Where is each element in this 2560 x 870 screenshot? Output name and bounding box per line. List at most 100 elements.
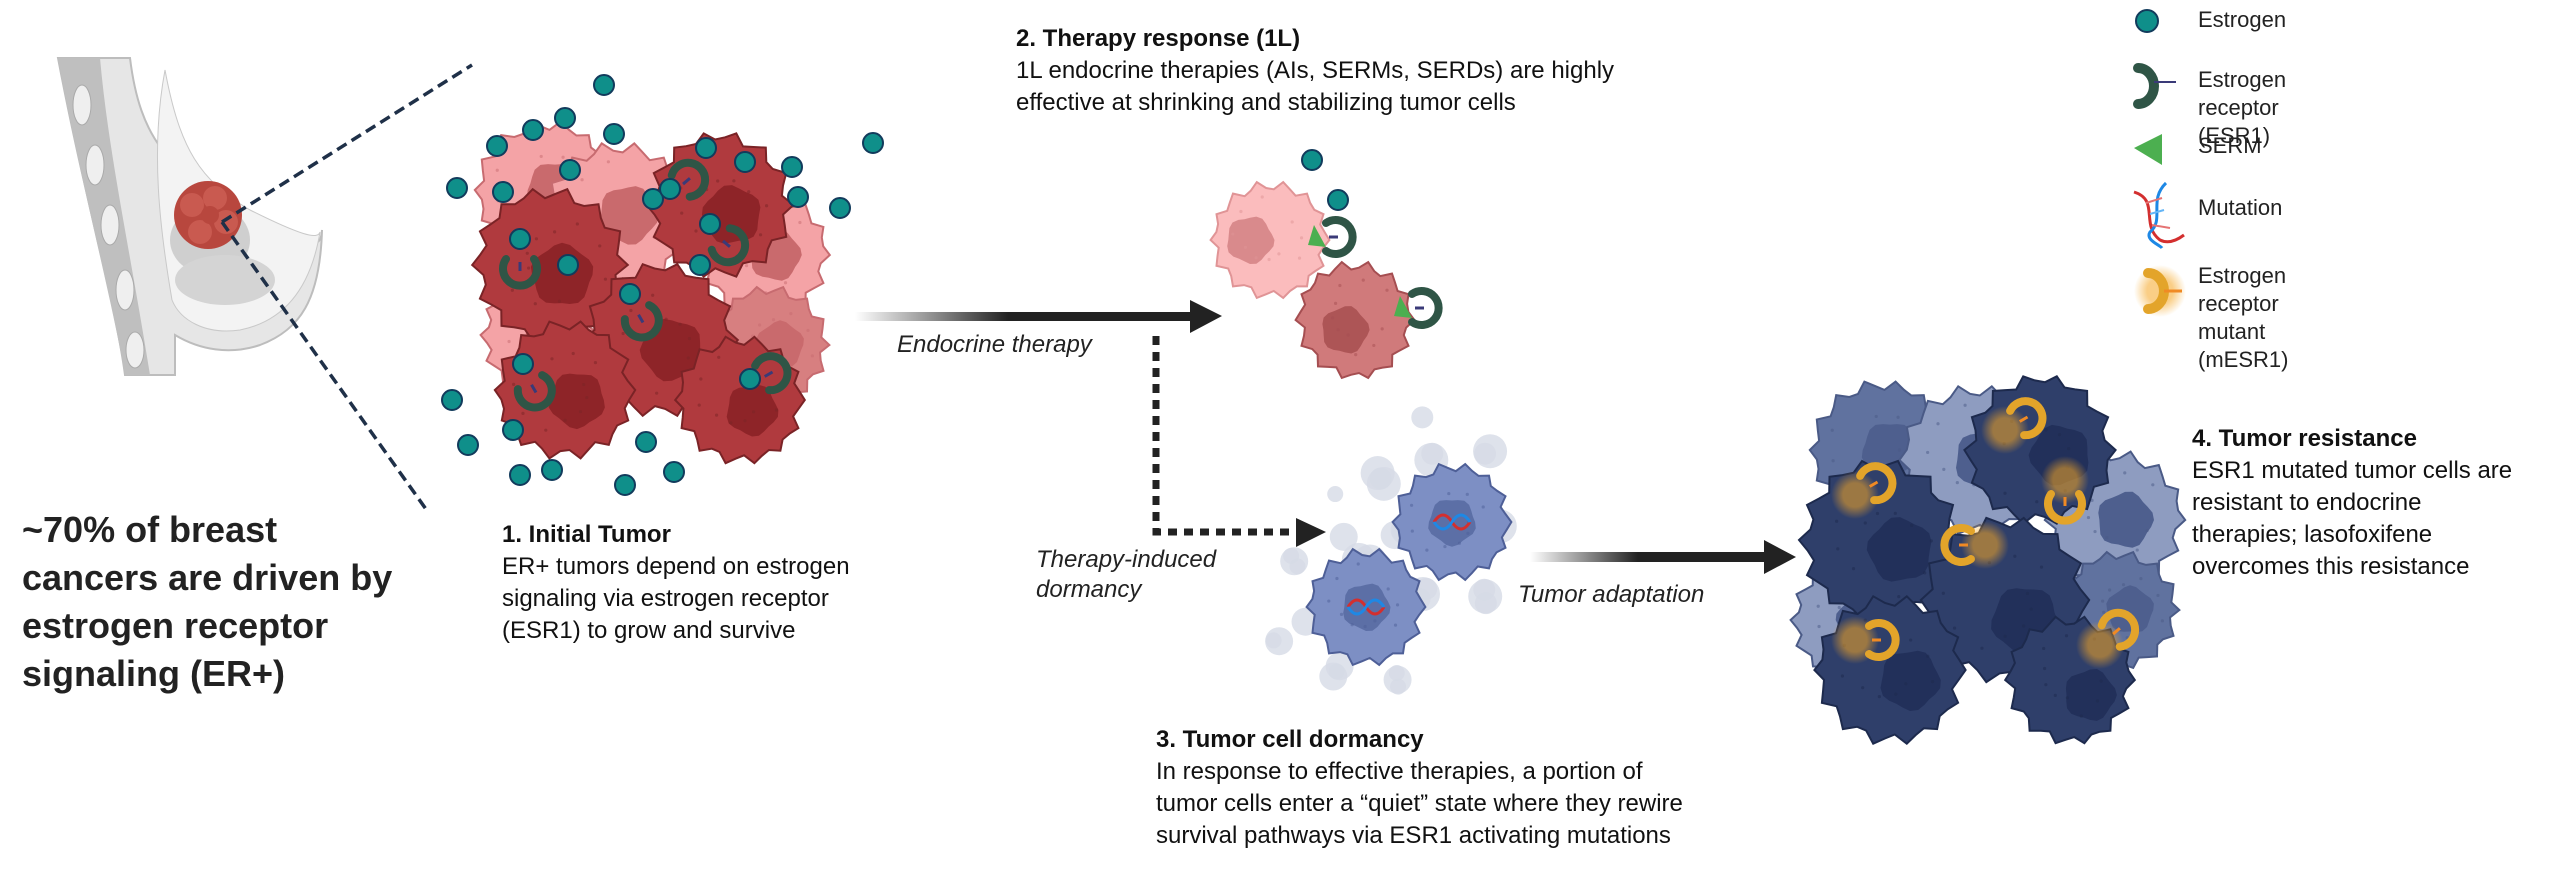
- resistant-tumor-cluster: [1789, 375, 2187, 746]
- initial-tumor-cluster: [441, 74, 884, 496]
- flow-label-line: Therapy-induced: [1036, 546, 1217, 573]
- step-body-line: overcomes this resistance: [2192, 553, 2470, 580]
- legend-item-estrogen-receptor: Estrogen receptor (ESR1): [2198, 66, 2286, 150]
- cell-nucleus: [548, 373, 605, 430]
- mutation-dna: [1432, 513, 1472, 531]
- step-body-line: ESR1 mutated tumor cells are: [2192, 457, 2513, 484]
- dormant-cells: [1265, 406, 1517, 695]
- estrogen-molecule: [659, 178, 681, 200]
- dormancy-halo: [1327, 486, 1344, 503]
- estrogen-molecule: [635, 431, 657, 453]
- estrogen-molecule: [502, 419, 524, 441]
- step-body-line: therapies; lasofoxifene: [2192, 521, 2433, 548]
- mutant-receptor: [2076, 608, 2140, 669]
- legend-item-serm: SERM: [2198, 132, 2262, 160]
- step-body-line: (ESR1) to grow and survive: [502, 617, 796, 644]
- estrogen-molecule: [739, 368, 761, 390]
- legend-label: Mutation: [2198, 195, 2283, 220]
- estrogen-molecule: [522, 119, 544, 141]
- cell-nucleus: [2098, 491, 2154, 548]
- mutant-receptor: [1831, 462, 1897, 519]
- dormancy-halo: [1283, 547, 1300, 564]
- estrogen-receptor: [707, 224, 750, 267]
- estrogen-molecule: [829, 197, 851, 219]
- step-title: 1. Initial Tumor: [502, 521, 671, 548]
- estrogen-molecule: [541, 459, 563, 481]
- step-body-line: survival pathways via ESR1 activating mu…: [1156, 822, 1671, 849]
- cell-nucleus: [1866, 517, 1932, 582]
- estrogen-molecule: [559, 159, 581, 181]
- estrogen-molecule: [614, 474, 636, 496]
- mutant-receptor: [1831, 616, 1900, 664]
- dormancy-halo: [1421, 442, 1444, 465]
- estrogen-molecule: [787, 186, 809, 208]
- tumor-cell: [673, 335, 807, 465]
- headline-line: ~70% of breast: [22, 509, 278, 550]
- dormancy-halo: [1265, 632, 1282, 649]
- cell-nucleus: [1880, 650, 1941, 711]
- arrow-tumor-adaptation: [1530, 540, 1796, 574]
- mutant-receptor: [1940, 521, 2009, 569]
- step-1-initial-tumor: 1. Initial Tumor ER+ tumors depend on es…: [502, 519, 850, 647]
- legend-label: Estrogen: [2198, 7, 2287, 32]
- arrow-therapy-induced-dormancy: [1152, 336, 1326, 547]
- estrogen-molecule: [512, 353, 534, 375]
- step-title: 4. Tumor resistance: [2192, 425, 2417, 452]
- estrogen-receptor: [499, 255, 541, 290]
- estrogen-molecule: [1327, 189, 1349, 211]
- label-endocrine-therapy: Endocrine therapy: [897, 331, 1092, 358]
- dormancy-halo: [1390, 678, 1407, 695]
- step-body-line: 1L endocrine therapies (AIs, SERMs, SERD…: [1016, 57, 1615, 84]
- estrogen-molecule: [446, 177, 468, 199]
- estrogen-receptor: [1408, 287, 1443, 329]
- label-therapy-induced-dormancy: Therapy-induced dormancy: [1036, 545, 1216, 605]
- cell-nucleus: [1322, 306, 1370, 354]
- estrogen-molecule: [554, 107, 576, 129]
- label-tumor-adaptation: Tumor adaptation: [1518, 581, 1705, 608]
- legend-icons: [2133, 9, 2186, 317]
- estrogen-molecule: [699, 213, 721, 235]
- step-body-line: ER+ tumors depend on estrogen: [502, 553, 850, 580]
- cell-nucleus: [1227, 216, 1275, 264]
- estrogen-molecule: [689, 254, 711, 276]
- estrogen-molecule: [663, 461, 685, 483]
- headline-claim: ~70% of breast cancers are driven by est…: [22, 506, 392, 698]
- estrogen-molecule: [509, 228, 531, 250]
- dormancy-halo: [1360, 456, 1395, 491]
- estrogen-molecule: [862, 132, 884, 154]
- step-4-tumor-resistance: 4. Tumor resistance ESR1 mutated tumor c…: [2192, 423, 2512, 583]
- estrogen-receptor: [620, 301, 663, 342]
- mutant-receptor: [2041, 456, 2089, 525]
- estrogen-molecule: [695, 137, 717, 159]
- estrogen-molecule: [734, 151, 756, 173]
- legend-label: SERM: [2198, 133, 2262, 158]
- estrogen-molecule: [642, 188, 664, 210]
- estrogen-molecule: [557, 254, 579, 276]
- cell-nucleus: [2106, 585, 2154, 633]
- mutant-receptor: [1981, 397, 2047, 454]
- step-body-line: signaling via estrogen receptor: [502, 585, 829, 612]
- step-title: 2. Therapy response (1L): [1016, 25, 1301, 52]
- estrogen-molecule: [603, 123, 625, 145]
- estrogen-molecule: [781, 156, 803, 178]
- legend-item-mutant-receptor: Estrogen receptor mutant (mESR1): [2198, 262, 2288, 374]
- estrogen-molecule: [457, 434, 479, 456]
- step-body-line: resistant to endocrine: [2192, 489, 2422, 516]
- therapy-response-cells: [1209, 149, 1443, 380]
- estrogen-molecule: [492, 181, 514, 203]
- estrogen-molecule: [1301, 149, 1323, 171]
- legend-item-mutation: Mutation: [2198, 194, 2282, 222]
- cell-nucleus: [2065, 669, 2117, 721]
- step-2-therapy-response: 2. Therapy response (1L) 1L endocrine th…: [1016, 23, 1614, 119]
- estrogen-receptor-icon: [2133, 63, 2176, 109]
- arrow-endocrine-therapy: [855, 300, 1222, 333]
- step-body-line: effective at shrinking and stabilizing t…: [1016, 89, 1516, 116]
- estrogen-receptor: [667, 158, 710, 201]
- estrogen-molecule: [619, 283, 641, 305]
- tumor-cell: [1209, 180, 1331, 300]
- serm-molecule: [1308, 225, 1326, 247]
- step-body-line: In response to effective therapies, a po…: [1156, 758, 1643, 785]
- estrogen-receptor: [1322, 216, 1357, 258]
- estrogen-receptor: [751, 352, 792, 395]
